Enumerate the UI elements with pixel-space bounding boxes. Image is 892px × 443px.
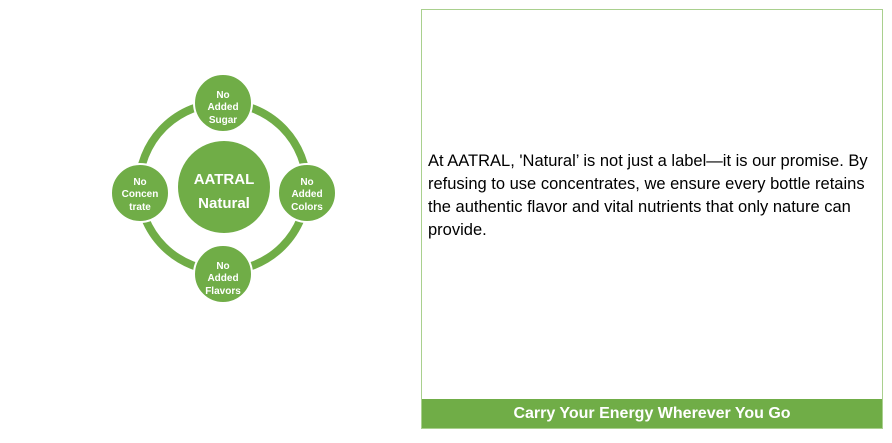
svg-text:No: No bbox=[216, 261, 229, 272]
node-no-added-flavors: No Added Flavors bbox=[193, 244, 253, 304]
node-no-added-sugar: No Added Sugar bbox=[193, 73, 253, 133]
center-label-line1: AATRAL bbox=[194, 171, 255, 188]
tagline-banner: Carry Your Energy Wherever You Go bbox=[422, 399, 882, 428]
svg-text:No: No bbox=[133, 177, 146, 188]
svg-text:Added: Added bbox=[207, 273, 238, 284]
svg-text:Concen: Concen bbox=[122, 189, 159, 200]
natural-cycle-diagram: AATRAL Natural No Added Sugar No Added C… bbox=[110, 73, 337, 304]
svg-text:Colors: Colors bbox=[291, 202, 323, 213]
center-circle bbox=[178, 141, 270, 233]
node-no-concentrate: No Concen trate bbox=[110, 163, 170, 223]
svg-text:Flavors: Flavors bbox=[205, 286, 241, 297]
svg-text:Sugar: Sugar bbox=[209, 115, 237, 126]
svg-text:No: No bbox=[300, 177, 313, 188]
promise-panel: At AATRAL, 'Natural’ is not just a label… bbox=[421, 9, 883, 429]
center-label-line2: Natural bbox=[198, 195, 250, 212]
node-no-added-colors: No Added Colors bbox=[277, 163, 337, 223]
svg-text:Added: Added bbox=[291, 189, 322, 200]
svg-text:Added: Added bbox=[207, 102, 238, 113]
svg-text:trate: trate bbox=[129, 202, 151, 213]
svg-text:No: No bbox=[216, 90, 229, 101]
promise-text: At AATRAL, 'Natural’ is not just a label… bbox=[428, 152, 868, 239]
